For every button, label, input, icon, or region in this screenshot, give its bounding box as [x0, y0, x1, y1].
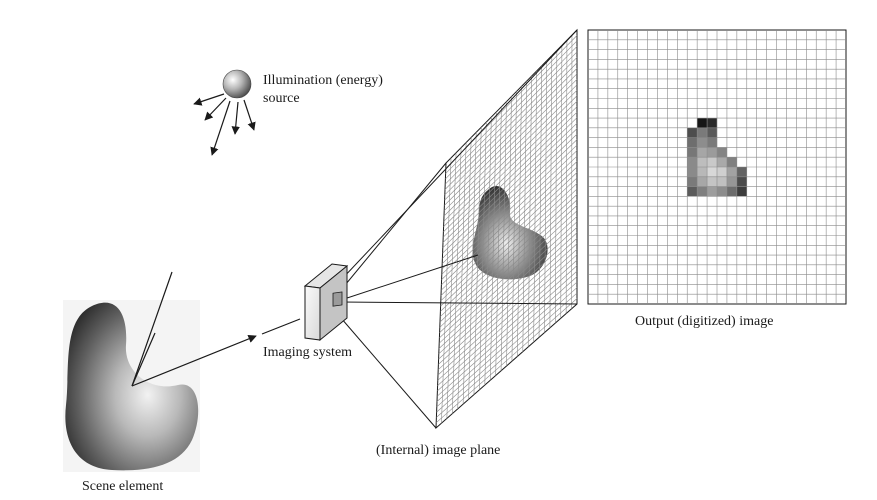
digitized-pixel	[697, 147, 708, 158]
digitized-pixel	[726, 167, 737, 177]
projection-line-lower	[340, 317, 437, 429]
light-ray	[193, 93, 225, 106]
digitized-pixel	[687, 127, 698, 138]
reflected-ray-segment	[261, 318, 301, 335]
digitized-pixel	[707, 157, 717, 167]
projection-line-upper	[340, 162, 447, 291]
digitized-pixel	[697, 118, 708, 128]
digitized-pixel	[697, 127, 708, 138]
digitized-pixel	[697, 157, 708, 167]
digitized-pixel	[687, 147, 698, 158]
lens-aperture	[332, 291, 343, 307]
projection-line-top	[340, 29, 578, 281]
imaging-system-label: Imaging system	[263, 345, 353, 360]
digitized-pixel	[707, 118, 717, 128]
digitized-pixel	[687, 176, 698, 187]
digitized-pixel	[687, 137, 698, 148]
illumination-source	[193, 69, 256, 156]
light-sphere-icon	[222, 69, 252, 99]
scene-element	[63, 271, 301, 472]
projection-lines	[340, 29, 578, 429]
light-ray	[210, 100, 231, 156]
digitized-pixel	[726, 176, 737, 187]
reflected-ray-to-lens	[131, 334, 257, 387]
illumination-source-label-line2: source	[263, 91, 300, 106]
digitized-pixel	[687, 157, 698, 167]
digitized-pixel	[697, 186, 708, 197]
digitized-pixel	[697, 167, 708, 177]
digitized-pixel	[717, 167, 727, 177]
light-rays	[193, 93, 256, 156]
output-digitized-image	[587, 29, 847, 305]
digitized-pixel	[717, 186, 727, 197]
digitized-pixel	[736, 186, 747, 197]
digitized-pixel	[717, 147, 727, 158]
output-image-grid	[588, 30, 846, 304]
light-ray	[243, 99, 256, 131]
digitized-pixel	[736, 176, 747, 187]
output-image-label: Output (digitized) image	[635, 314, 774, 329]
scene-element-shape	[65, 302, 199, 471]
projection-line-center	[340, 254, 479, 301]
digitized-pixel	[707, 186, 717, 197]
image-plane-label: (Internal) image plane	[376, 443, 501, 458]
reflected-ray	[131, 332, 156, 387]
digitized-pixel	[707, 176, 717, 187]
digitized-pixel	[707, 167, 717, 177]
digitized-pixel	[687, 167, 698, 177]
imaging-system	[303, 263, 349, 342]
digitized-pixels	[687, 118, 747, 197]
internal-image-plane	[435, 28, 578, 430]
digitized-pixel	[707, 147, 717, 158]
digitized-pixel	[697, 176, 708, 187]
incident-ray	[131, 271, 173, 387]
light-ray	[231, 101, 240, 135]
digitized-pixel	[726, 157, 737, 167]
digitized-pixel	[707, 127, 717, 138]
digitized-pixel	[707, 137, 717, 148]
imaging-system-front-face	[304, 285, 321, 341]
image-plane-grid	[436, 35, 578, 424]
scene-element-label: Scene element	[82, 479, 164, 494]
projected-scene-image	[472, 185, 548, 280]
projection-line-middle	[340, 301, 578, 305]
light-ray	[204, 97, 227, 121]
illumination-source-label-line1: Illumination (energy)	[263, 73, 383, 88]
digitized-pixel	[726, 186, 737, 197]
digitized-pixel	[697, 137, 708, 148]
digitized-pixel	[717, 157, 727, 167]
digitized-pixel	[717, 176, 727, 187]
digitized-pixel	[687, 186, 698, 197]
digitized-pixel	[736, 167, 747, 177]
